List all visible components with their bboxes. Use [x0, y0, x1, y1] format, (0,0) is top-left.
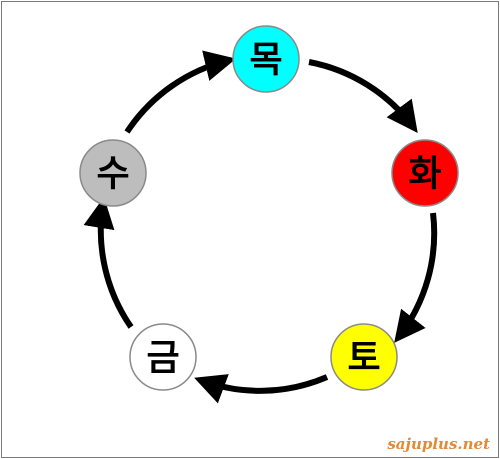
node-earth: 토: [330, 323, 398, 391]
node-wood-label: 목: [249, 40, 282, 81]
node-wood: 목: [232, 25, 300, 93]
watermark: sajuplus.net: [387, 435, 490, 453]
arrow-wood-to-fire: [308, 59, 418, 134]
node-metal: 금: [129, 323, 197, 391]
node-metal-label: 금: [146, 338, 179, 379]
arrow-earth-to-metal: [194, 374, 329, 404]
arrow-metal-to-water: [83, 196, 134, 329]
node-water: 수: [79, 139, 147, 207]
node-fire-label: 화: [408, 154, 441, 195]
arrow-fire-to-earth: [394, 212, 438, 343]
node-water-label: 수: [96, 154, 129, 195]
node-earth-label: 토: [347, 338, 380, 379]
node-fire: 화: [391, 139, 459, 207]
arrow-water-to-wood: [124, 50, 237, 134]
